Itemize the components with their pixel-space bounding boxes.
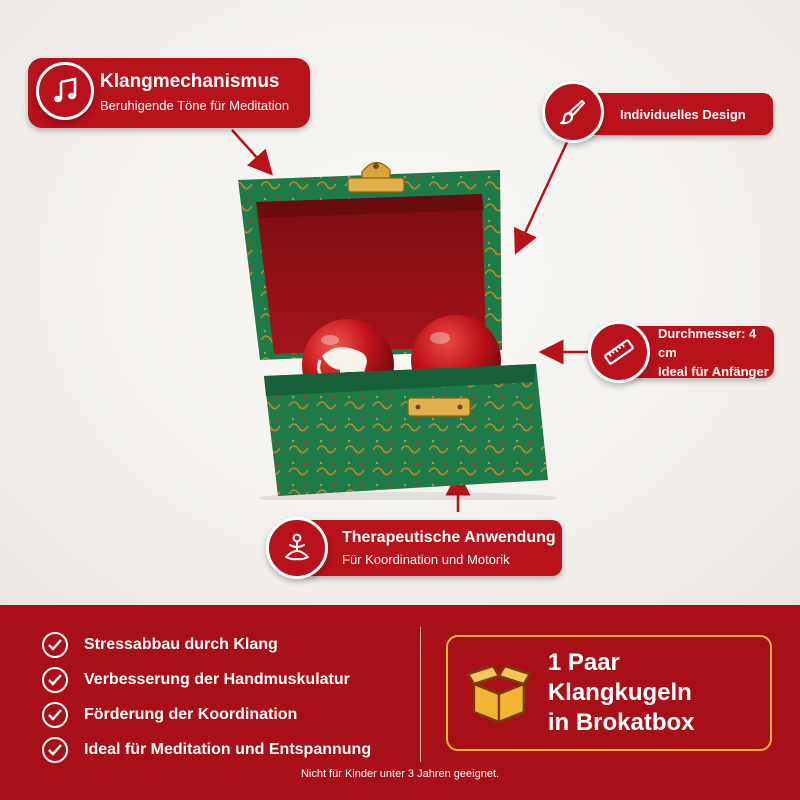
callout-title: Individuelles Design [620,106,746,122]
callout-individual-design: Individuelles Design [542,81,773,143]
package-contents: 1 Paar Klangkugeln in Brokatbox [446,635,772,751]
check-icon [42,736,68,763]
callout-line1: Durchmesser: 4 cm [658,325,757,360]
callout-subtitle: Beruhigende Töne für Meditation [100,98,290,113]
callout-therapeutic-use: Therapeutische Anwendung Für Koordinatio… [266,517,562,579]
callout-title: Klangmechanismus [100,71,280,92]
benefit-text: Förderung der Koordination [84,705,298,723]
benefit-text: Ideal für Meditation und Entspannung [84,740,372,758]
ruler-icon [588,321,650,383]
safety-disclaimer: Nicht für Kinder unter 3 Jahren geeignet… [300,768,500,780]
package-line1: 1 Paar Klangkugeln [547,649,692,706]
callout-diameter: Durchmesser: 4 cm Ideal für Anfänger [588,321,774,383]
benefit-text: Stressabbau durch Klang [84,635,278,653]
callout-line2: Ideal für Anfänger [658,363,769,379]
package-line2: in Brokatbox [547,709,695,736]
callout-sound-mechanism: Klangmechanismus Beruhigende Töne für Me… [28,58,310,128]
check-icon [42,631,68,658]
callout-title: Therapeutische Anwendung [342,529,556,546]
list-item: Ideal für Meditation und Entspannung [42,732,371,767]
list-item: Verbesserung der Handmuskulatur [42,662,371,697]
benefits-banner: Stressabbau durch Klang Verbesserung der… [0,605,800,800]
open-box-icon [466,664,532,724]
benefits-list: Stressabbau durch Klang Verbesserung der… [42,627,371,767]
product-stage: Klangmechanismus Beruhigende Töne für Me… [0,0,800,605]
arrow-design [514,139,570,255]
music-note-icon [36,62,94,120]
meditation-icon [266,517,328,579]
brocade-box-with-balls [238,161,558,500]
check-icon [42,666,68,693]
paintbrush-icon [542,81,604,143]
list-item: Förderung der Koordination [42,697,371,732]
benefit-text: Verbesserung der Handmuskulatur [84,670,350,688]
list-item: Stressabbau durch Klang [42,627,371,662]
divider [420,627,421,762]
check-icon [42,701,68,728]
callout-arrows [231,129,590,512]
callout-subtitle: Für Koordination und Motorik [342,552,510,567]
arrow-sound [231,129,274,176]
